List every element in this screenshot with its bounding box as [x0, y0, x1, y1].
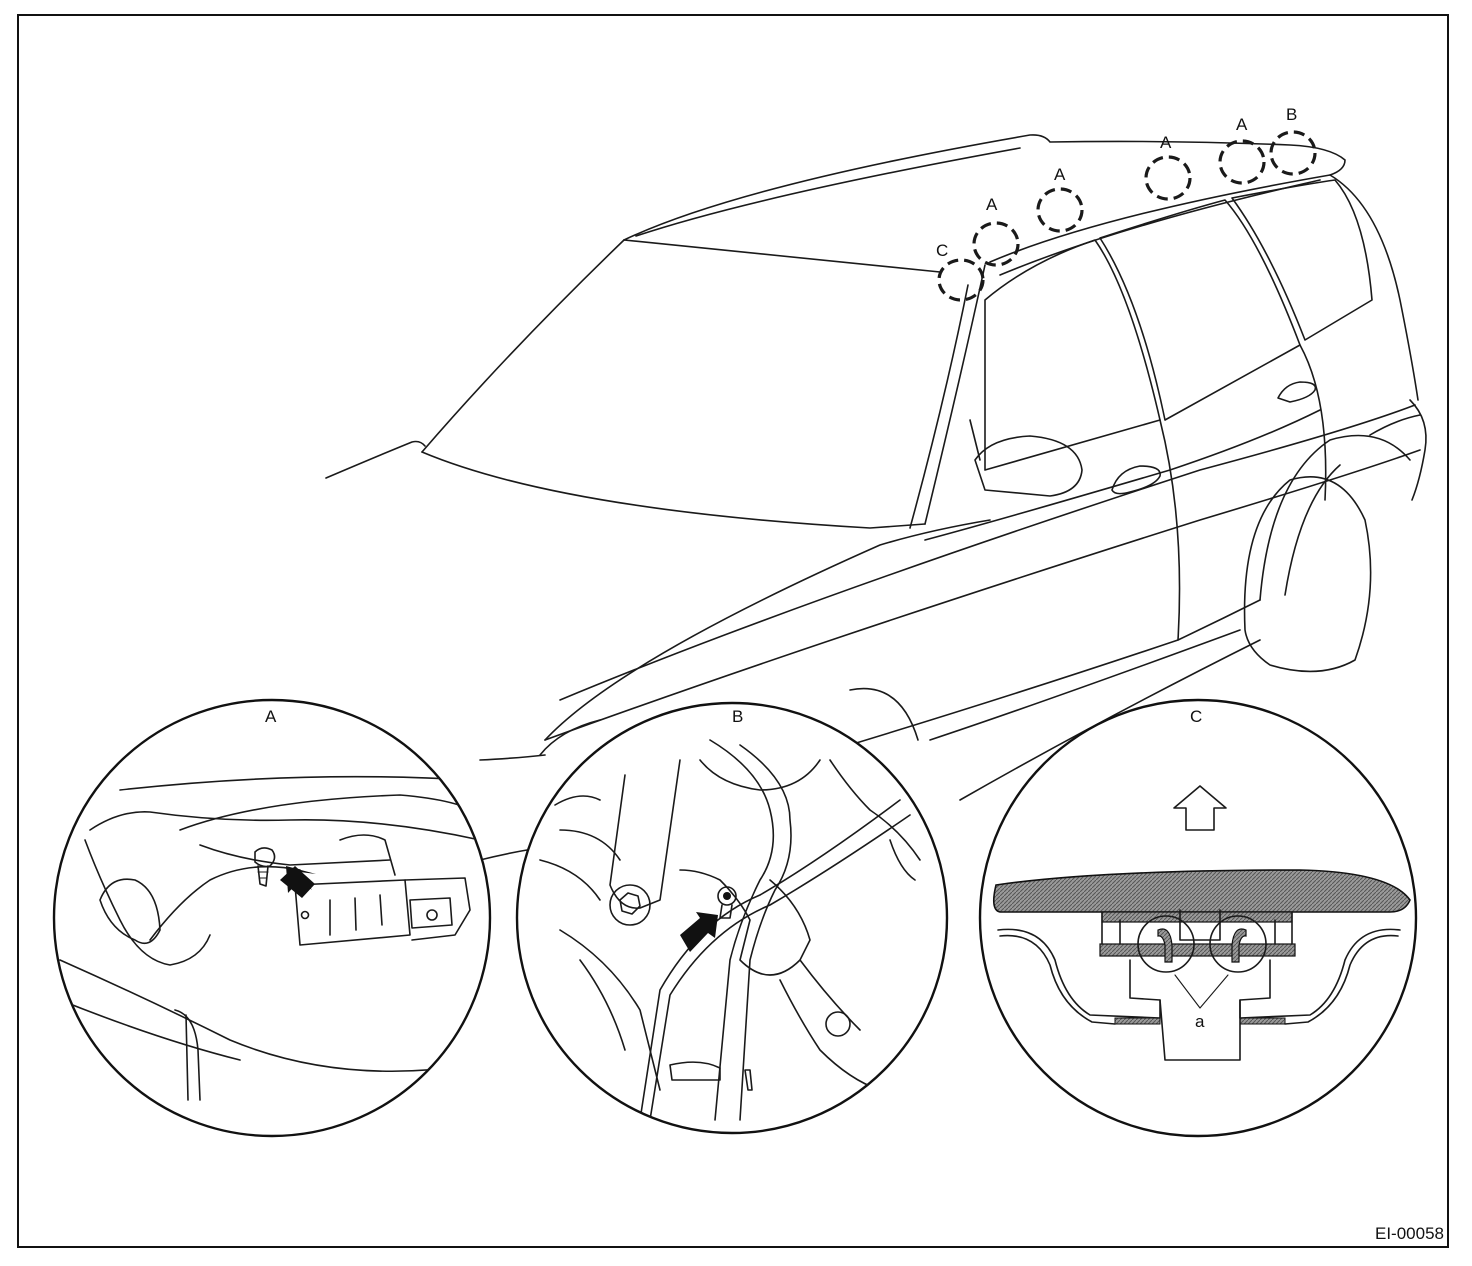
direction-up-icon [1173, 785, 1227, 831]
detail-a: A [52, 698, 492, 1138]
callout-label-a1: A [986, 195, 998, 214]
callout-circle-a1 [972, 221, 1020, 267]
detail-a-title: A [265, 707, 277, 726]
detail-b: B [515, 701, 949, 1135]
detail-c-title: C [1190, 707, 1202, 726]
callout-circle-a4 [1218, 139, 1266, 185]
callout-circles [937, 130, 1317, 302]
callout-label-a2: A [1054, 165, 1066, 184]
callout-label-a4: A [1236, 115, 1248, 134]
callout-label-b: B [1286, 105, 1297, 124]
detail-c: C a [978, 698, 1418, 1138]
detail-b-title: B [732, 707, 743, 726]
callout-circle-b [1269, 130, 1317, 176]
part-label-a: a [1195, 1012, 1205, 1031]
callout-labels: C A A A A B [936, 105, 1297, 260]
callout-label-a3: A [1160, 133, 1172, 152]
callout-circle-c [937, 258, 985, 302]
callout-circle-a3 [1144, 155, 1192, 201]
figure-frame [17, 14, 1449, 1248]
callout-label-c: C [936, 241, 948, 260]
callout-circle-a2 [1036, 187, 1084, 233]
figure-code: EI-00058 [1375, 1224, 1444, 1243]
vehicle-outline [325, 134, 1427, 861]
